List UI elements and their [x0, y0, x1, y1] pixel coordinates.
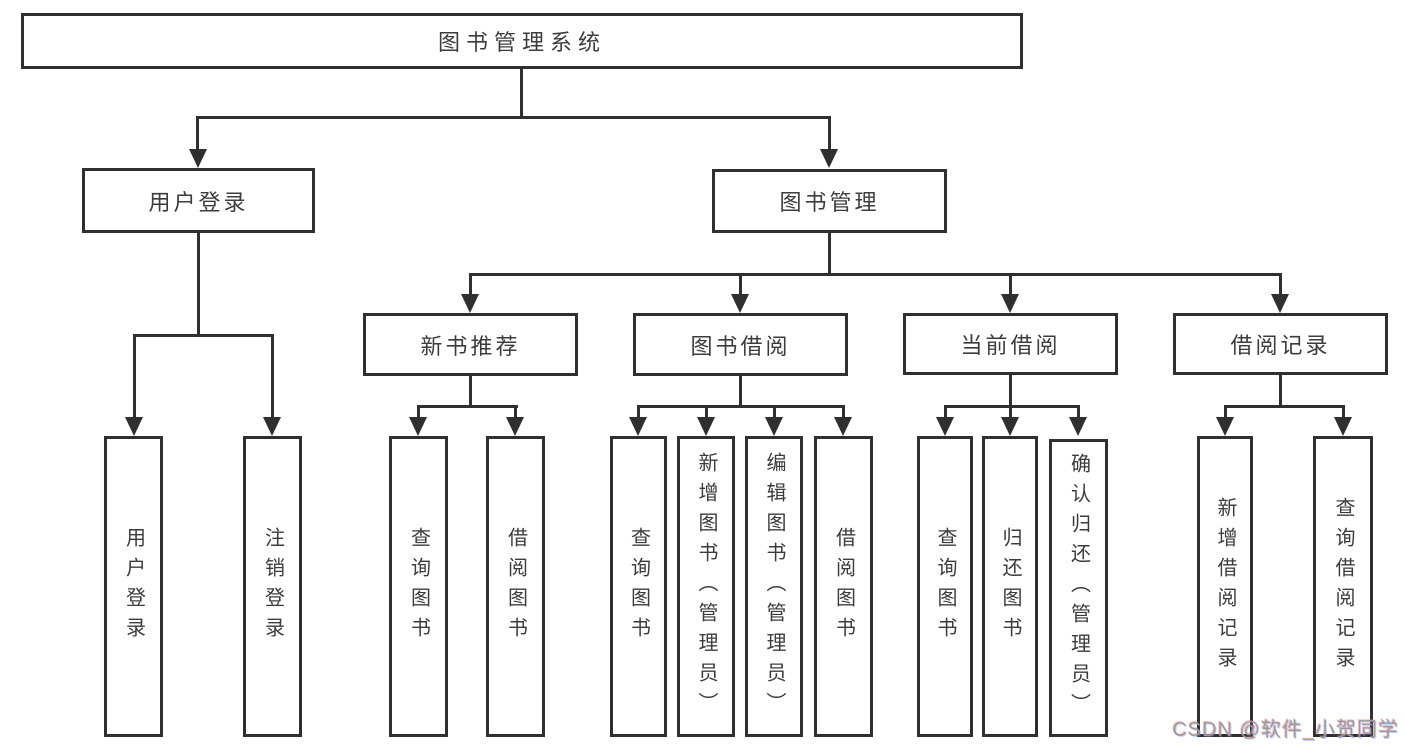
connector-line — [469, 273, 1282, 276]
node-borrowing-records: 借阅记录 — [1173, 313, 1388, 375]
arrowhead-down-icon — [409, 417, 427, 436]
connector-line — [417, 405, 420, 419]
connector-line — [196, 116, 831, 119]
node-book-management: 图书管理 — [712, 169, 947, 233]
leaf-label: 新增借阅记录 — [1214, 496, 1236, 677]
leaf-label: 新增图书（管理员） — [695, 451, 717, 722]
arrowhead-down-icon — [765, 417, 783, 436]
leaf-return-books: 归还图书 — [982, 436, 1038, 737]
connector-line — [773, 405, 776, 419]
arrowhead-down-icon — [506, 417, 524, 436]
csdn-watermark: CSDN @软件_小贺同学 — [1172, 719, 1399, 741]
leaf-label: 查询图书 — [407, 526, 430, 647]
node-book-borrowing: 图书借阅 — [633, 313, 848, 376]
leaf-user-login: 用户登录 — [104, 436, 163, 737]
connector-line — [133, 334, 274, 337]
leaf-label: 借阅图书 — [504, 526, 527, 647]
arrowhead-down-icon — [820, 149, 838, 168]
arrowhead-down-icon — [1216, 417, 1234, 436]
connector-line — [1224, 405, 1344, 408]
arrowhead-down-icon — [936, 417, 954, 436]
connector-line — [514, 405, 517, 419]
leaf-label: 注销登录 — [261, 526, 284, 647]
connector-line — [739, 376, 742, 408]
node-label: 新书推荐 — [420, 333, 521, 359]
node-current-borrowing: 当前借阅 — [903, 313, 1118, 375]
leaf-confirm-return-admin: 确认归还（管理员） — [1049, 439, 1108, 737]
arrowhead-down-icon — [1001, 294, 1019, 313]
connector-line — [1009, 375, 1012, 408]
arrowhead-down-icon — [125, 417, 143, 436]
connector-line — [842, 405, 845, 419]
connector-line — [1009, 405, 1012, 419]
connector-line — [1077, 405, 1080, 419]
leaf-edit-books-admin: 编辑图书（管理员） — [745, 436, 803, 737]
arrowhead-down-icon — [1069, 417, 1087, 436]
connector-line — [520, 69, 523, 119]
node-label: 图书管理系统 — [437, 30, 606, 55]
arrowhead-down-icon — [461, 294, 479, 313]
arrowhead-down-icon — [697, 417, 715, 436]
connector-line — [1224, 405, 1227, 419]
connector-line — [133, 334, 136, 418]
leaf-query-books-recommend: 查询图书 — [389, 436, 448, 737]
arrowhead-down-icon — [731, 294, 749, 313]
connector-line — [417, 405, 518, 408]
leaf-query-borrow-record: 查询借阅记录 — [1313, 436, 1373, 737]
node-label: 图书借阅 — [690, 333, 791, 359]
leaf-label: 查询借阅记录 — [1332, 496, 1354, 677]
leaf-label: 查询图书 — [934, 526, 956, 647]
connector-line — [196, 116, 199, 150]
connector-line — [469, 376, 472, 408]
node-label: 用户登录 — [148, 189, 249, 215]
node-new-book-recommend: 新书推荐 — [363, 313, 578, 376]
connector-line — [1342, 405, 1345, 419]
arrowhead-down-icon — [1271, 294, 1289, 313]
arrowhead-down-icon — [1001, 417, 1019, 436]
node-library-management-system: 图书管理系统 — [21, 13, 1023, 69]
leaf-add-books-admin: 新增图书（管理员） — [677, 436, 735, 737]
leaf-label: 编辑图书（管理员） — [763, 451, 785, 722]
connector-line — [1279, 375, 1282, 408]
leaf-add-borrow-record: 新增借阅记录 — [1197, 436, 1253, 737]
connector-line — [271, 334, 274, 418]
leaf-label: 查询图书 — [627, 526, 650, 647]
connector-line — [828, 233, 831, 276]
connector-line — [739, 273, 742, 295]
leaf-label: 借阅图书 — [832, 526, 855, 647]
connector-line — [1279, 273, 1282, 295]
node-label: 图书管理 — [779, 190, 880, 215]
leaf-query-books-borrow: 查询图书 — [610, 436, 667, 737]
leaf-label: 确认归还（管理员） — [1067, 453, 1090, 723]
arrowhead-down-icon — [189, 149, 207, 168]
connector-line — [944, 405, 947, 419]
arrowhead-down-icon — [834, 417, 852, 436]
arrowhead-down-icon — [1334, 417, 1352, 436]
node-user-login: 用户登录 — [82, 168, 315, 233]
node-label: 当前借阅 — [960, 333, 1061, 358]
connector-line — [705, 405, 708, 419]
connector-line — [828, 116, 831, 150]
connector-line — [637, 405, 640, 419]
connector-line — [637, 405, 844, 408]
leaf-query-books-current: 查询图书 — [917, 436, 973, 737]
leaf-borrow-books: 借阅图书 — [814, 436, 873, 737]
arrowhead-down-icon — [263, 417, 281, 436]
leaf-label: 用户登录 — [122, 526, 145, 647]
connector-line — [197, 233, 200, 337]
arrowhead-down-icon — [629, 417, 647, 436]
node-label: 借阅记录 — [1230, 333, 1331, 358]
leaf-label: 归还图书 — [999, 526, 1021, 647]
connector-line — [469, 273, 472, 295]
connector-line — [1009, 273, 1012, 295]
leaf-logout: 注销登录 — [243, 436, 302, 737]
leaf-borrow-books-recommend: 借阅图书 — [486, 436, 545, 737]
